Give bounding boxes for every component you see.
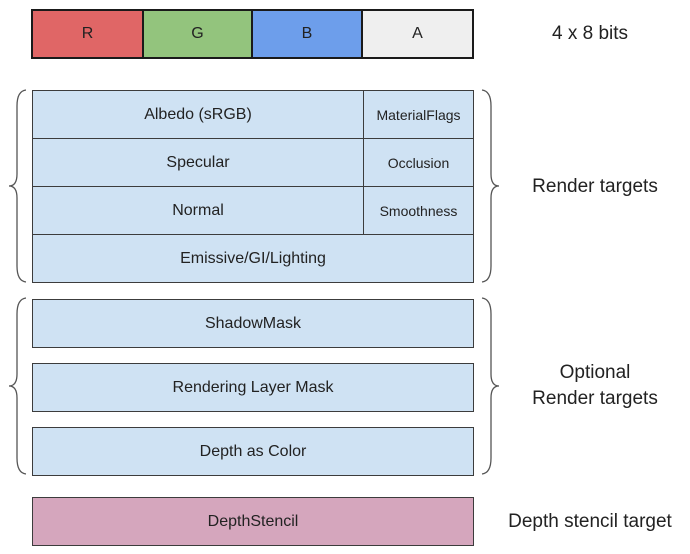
rt2-normal: Normal <box>32 186 364 235</box>
depth-stencil-caption: Depth stencil target <box>508 511 672 532</box>
render-targets-right-brace <box>481 89 500 283</box>
rt0-material-flags: MaterialFlags <box>363 90 474 139</box>
optional-targets-caption-line1: Optional <box>559 362 631 383</box>
channel-r: R <box>31 9 144 59</box>
optional-targets-left-brace <box>8 297 27 475</box>
rt2-smoothness: Smoothness <box>363 186 474 235</box>
optional-targets-right-brace <box>481 297 500 475</box>
rt1-specular: Specular <box>32 138 364 187</box>
channel-g: G <box>142 9 253 59</box>
channel-b: B <box>251 9 363 59</box>
rt3-emissive: Emissive/GI/Lighting <box>32 234 474 283</box>
opt-depth-as-color: Depth as Color <box>32 427 474 476</box>
channel-a: A <box>361 9 474 59</box>
render-targets-caption: Render targets <box>532 176 658 197</box>
opt-shadowmask: ShadowMask <box>32 299 474 348</box>
channel-caption: 4 x 8 bits <box>551 23 629 44</box>
depth-stencil: DepthStencil <box>32 497 474 546</box>
render-targets-left-brace <box>8 89 27 283</box>
rt0-albedo: Albedo (sRGB) <box>32 90 364 139</box>
optional-targets-caption-line2: Render targets <box>532 388 658 409</box>
rt1-occlusion: Occlusion <box>363 138 474 187</box>
opt-rendering-layer-mask: Rendering Layer Mask <box>32 363 474 412</box>
